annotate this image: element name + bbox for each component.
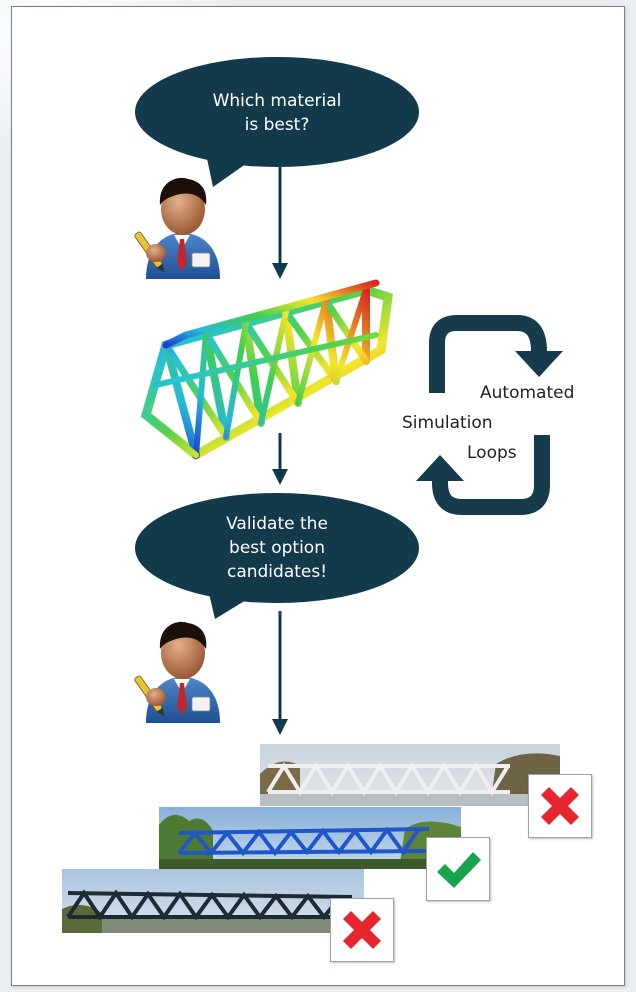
- check-icon: [426, 837, 490, 901]
- cross-icon: [330, 898, 394, 962]
- loop-label-automated: Automated: [480, 383, 575, 403]
- loop-arrow-bottom-icon: [416, 435, 550, 515]
- simulation-model-icon: [126, 275, 396, 480]
- workflow-panel: Which material is best?: [11, 6, 625, 986]
- speech-bubble-shape: [135, 57, 419, 187]
- question-text: Which material is best?: [212, 91, 342, 135]
- engineer-icon: [134, 611, 226, 728]
- loop-label-loops: Loops: [467, 443, 517, 463]
- cross-icon: [528, 774, 592, 838]
- speech-bubble-shape: [135, 493, 419, 619]
- bridge-photo-2: [159, 807, 461, 869]
- flow-arrow-3: [272, 611, 288, 735]
- loop-label-simulation: Simulation: [402, 413, 493, 433]
- validate-text: Validate the best option candidates!: [226, 514, 328, 582]
- flow-arrow-2: [272, 433, 288, 485]
- bridge-photo-3: [62, 869, 364, 933]
- flow-arrow-1: [272, 167, 288, 279]
- bridge-photo-1: [260, 744, 560, 806]
- engineer-icon: [134, 167, 226, 284]
- loop-arrow-top-icon: [429, 315, 563, 393]
- question-bubble: Which material is best?: [135, 57, 419, 191]
- validate-bubble: Validate the best option candidates!: [135, 493, 419, 623]
